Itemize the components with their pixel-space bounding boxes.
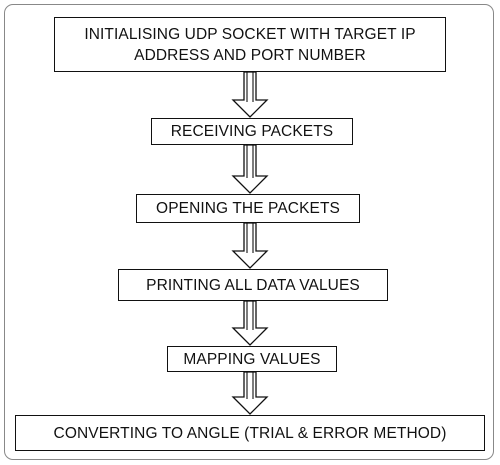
- step-label-line: INITIALISING UDP SOCKET WITH TARGET IP: [84, 25, 416, 43]
- step-label-line: OPENING THE PACKETS: [156, 200, 340, 217]
- step-printing-data-values: PRINTING ALL DATA VALUES: [118, 269, 388, 301]
- step-label-line: CONVERTING TO ANGLE (TRIAL & ERROR METHO…: [53, 424, 447, 442]
- step-label-line: ADDRESS AND PORT NUMBER: [134, 46, 366, 64]
- step-label-line: PRINTING ALL DATA VALUES: [146, 276, 360, 294]
- flow-arrow: [231, 300, 269, 346]
- flow-arrow: [231, 371, 269, 415]
- step-converting-to-angle: CONVERTING TO ANGLE (TRIAL & ERROR METHO…: [15, 415, 485, 451]
- flow-arrow: [231, 144, 269, 194]
- step-opening-packets: OPENING THE PACKETS: [136, 194, 360, 223]
- diagram-frame: [4, 4, 494, 460]
- step-label-line: MAPPING VALUES: [183, 350, 321, 368]
- step-init-udp-socket: INITIALISING UDP SOCKET WITH TARGET IP A…: [54, 17, 446, 72]
- flow-arrow: [231, 71, 269, 118]
- step-label-line: RECEIVING PACKETS: [170, 123, 334, 140]
- flow-arrow: [231, 222, 269, 269]
- step-receiving-packets: RECEIVING PACKETS: [151, 118, 353, 145]
- step-mapping-values: MAPPING VALUES: [167, 346, 337, 372]
